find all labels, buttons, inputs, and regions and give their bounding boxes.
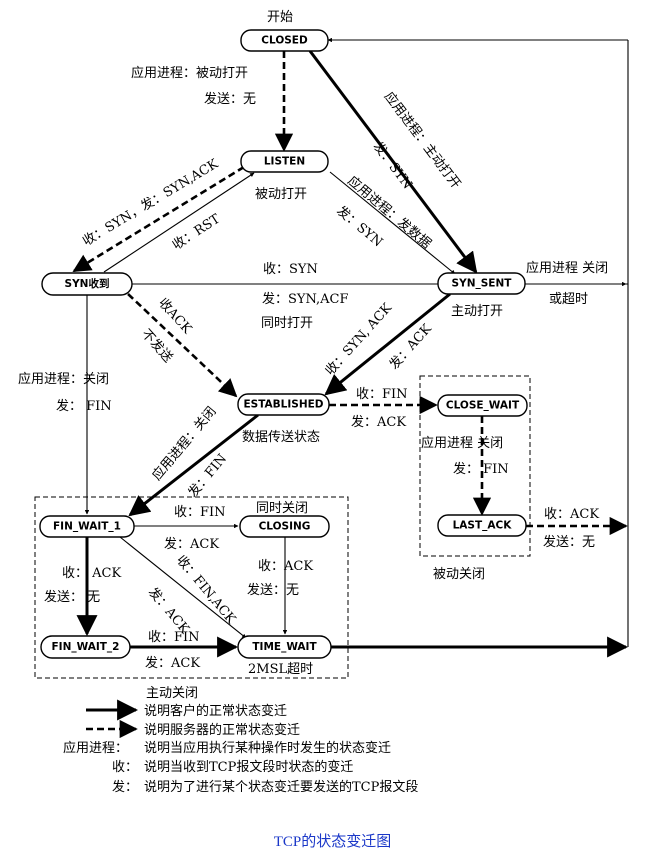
edge-synrcvd-listen — [103, 172, 255, 273]
label-est-cw-2: 发：ACK — [351, 414, 406, 430]
state-time-wait-label: TIME_WAIT — [252, 641, 317, 653]
label-fw1-closing-2: 发：ACK — [164, 536, 219, 552]
label-synsent-closed-2: 或超时 — [549, 292, 588, 307]
passive-close-box — [419, 375, 531, 557]
label-est-fw1-2: 发：FIN — [185, 451, 230, 501]
state-close-wait: CLOSE_WAIT — [437, 394, 528, 417]
edge-fw1-tw — [119, 536, 247, 639]
label-synrcvd-est-1: 收ACK — [155, 296, 194, 337]
annotation-2msl-timeout: 2MSL超时 — [248, 662, 313, 677]
figure-caption: TCP的状态变迁图 — [273, 834, 392, 850]
label-synrcvd-fw1-1: 应用进程：关闭 — [18, 371, 109, 387]
edge-est-fw1 — [128, 413, 259, 517]
label-closed-listen-1: 应用进程：被动打开 — [131, 65, 248, 81]
label-fw2-tw-2: 发：ACK — [145, 655, 200, 671]
state-syn-rcvd: SYN收到 — [41, 272, 133, 296]
state-listen: LISTEN — [240, 150, 329, 173]
label-synrcvd-fw1-2: 发： FIN — [56, 398, 112, 414]
state-fin-wait-2-label: FIN_WAIT_2 — [52, 641, 120, 653]
annotation-active-open: 主动打开 — [451, 304, 503, 319]
label-cw-la-2: 发： FIN — [453, 461, 509, 477]
state-closing-label: CLOSING — [259, 521, 311, 533]
edge-synrcvd-est — [127, 293, 238, 398]
annotation-passive-open: 被动打开 — [255, 187, 307, 202]
label-la-closed-1: 收：ACK — [544, 507, 599, 522]
edge-listen-synrcvd — [72, 165, 245, 273]
legend-client-text: 说明客户的正常状态变迁 — [144, 703, 287, 719]
state-established-label: ESTABLISHED — [243, 399, 323, 411]
state-fin-wait-2: FIN_WAIT_2 — [40, 635, 131, 659]
state-close-wait-label: CLOSE_WAIT — [446, 400, 520, 412]
annotation-data-transfer: 数据传送状态 — [242, 430, 320, 445]
state-syn-sent: SYN_SENT — [437, 272, 526, 295]
edge-synsent-closed — [525, 40, 629, 285]
state-syn-rcvd-label: SYN收到 — [65, 277, 110, 290]
state-fin-wait-1: FIN_WAIT_1 — [39, 515, 135, 538]
state-listen-label: LISTEN — [264, 156, 305, 168]
legend-recv-desc: 说明当收到TCP报文段时状态的变迁 — [144, 759, 353, 775]
label-fw1-closing-1: 收：FIN — [174, 505, 226, 520]
state-fin-wait-1-label: FIN_WAIT_1 — [53, 521, 121, 533]
edge-synsent-est — [324, 292, 451, 396]
label-synrcvd-listen: 收：RST — [170, 212, 223, 254]
state-closing: CLOSING — [239, 515, 330, 538]
label-fw1-fw2-2: 发送： 无 — [44, 589, 100, 605]
label-synsent-synrcvd-1: 收：SYN — [263, 262, 318, 277]
edge-closed-synsent — [308, 50, 478, 274]
legend: 说明客户的正常状态变迁 说明服务器的正常状态变迁 应用进程： 说明当应用执行某种… — [63, 699, 418, 795]
state-closed-label: CLOSED — [261, 35, 308, 47]
legend-app-desc: 说明当应用执行某种操作时发生的状态变迁 — [144, 740, 391, 756]
label-la-closed-2: 发送：无 — [543, 534, 595, 550]
annotation-simultaneous-close: 同时关闭 — [256, 501, 308, 516]
label-listen-synsent-1: 应用进程：发数据 — [344, 173, 434, 252]
state-time-wait: TIME_WAIT — [237, 635, 332, 659]
label-est-cw-1: 收：FIN — [356, 387, 408, 402]
label-closing-tw-2: 发送：无 — [247, 582, 299, 598]
label-synrcvd-est-2: 不发送 — [138, 326, 176, 366]
annotation-simultaneous-open: 同时打开 — [261, 316, 313, 331]
label-closed-synsent-2: 发：SYN — [370, 139, 416, 192]
label-synsent-est-2: 发：ACK — [386, 321, 435, 373]
legend-recv-key: 收： — [112, 760, 138, 775]
state-last-ack-label: LAST_ACK — [453, 520, 513, 532]
state-last-ack: LAST_ACK — [437, 514, 527, 537]
state-established: ESTABLISHED — [237, 393, 330, 416]
label-cw-la-1: 应用进程 关闭 — [421, 435, 503, 451]
annotation-active-close: 主动关闭 — [146, 686, 198, 701]
legend-server-text: 说明服务器的正常状态变迁 — [144, 722, 300, 738]
active-close-box — [34, 496, 349, 679]
legend-send-desc: 说明为了进行某个状态变迁要发送的TCP报文段 — [144, 779, 418, 795]
label-synsent-synrcvd-2: 发：SYN,ACF — [262, 291, 349, 307]
state-closed: CLOSED — [240, 29, 329, 52]
legend-app-key: 应用进程： — [63, 740, 128, 756]
label-closed-listen-2: 发送：无 — [204, 91, 256, 107]
annotation-passive-close: 被动关闭 — [433, 567, 485, 582]
state-syn-sent-label: SYN_SENT — [452, 278, 513, 290]
label-fw1-fw2-1: 收： ACK — [62, 566, 121, 581]
annotation-start: 开始 — [267, 10, 293, 25]
edge-listen-synsent — [329, 171, 456, 275]
label-fw2-tw-1: 收：FIN — [148, 630, 200, 645]
label-synsent-closed-1: 应用进程 关闭 — [526, 260, 608, 276]
legend-send-key: 发： — [112, 779, 138, 795]
label-closing-tw-1: 收：ACK — [258, 559, 313, 574]
